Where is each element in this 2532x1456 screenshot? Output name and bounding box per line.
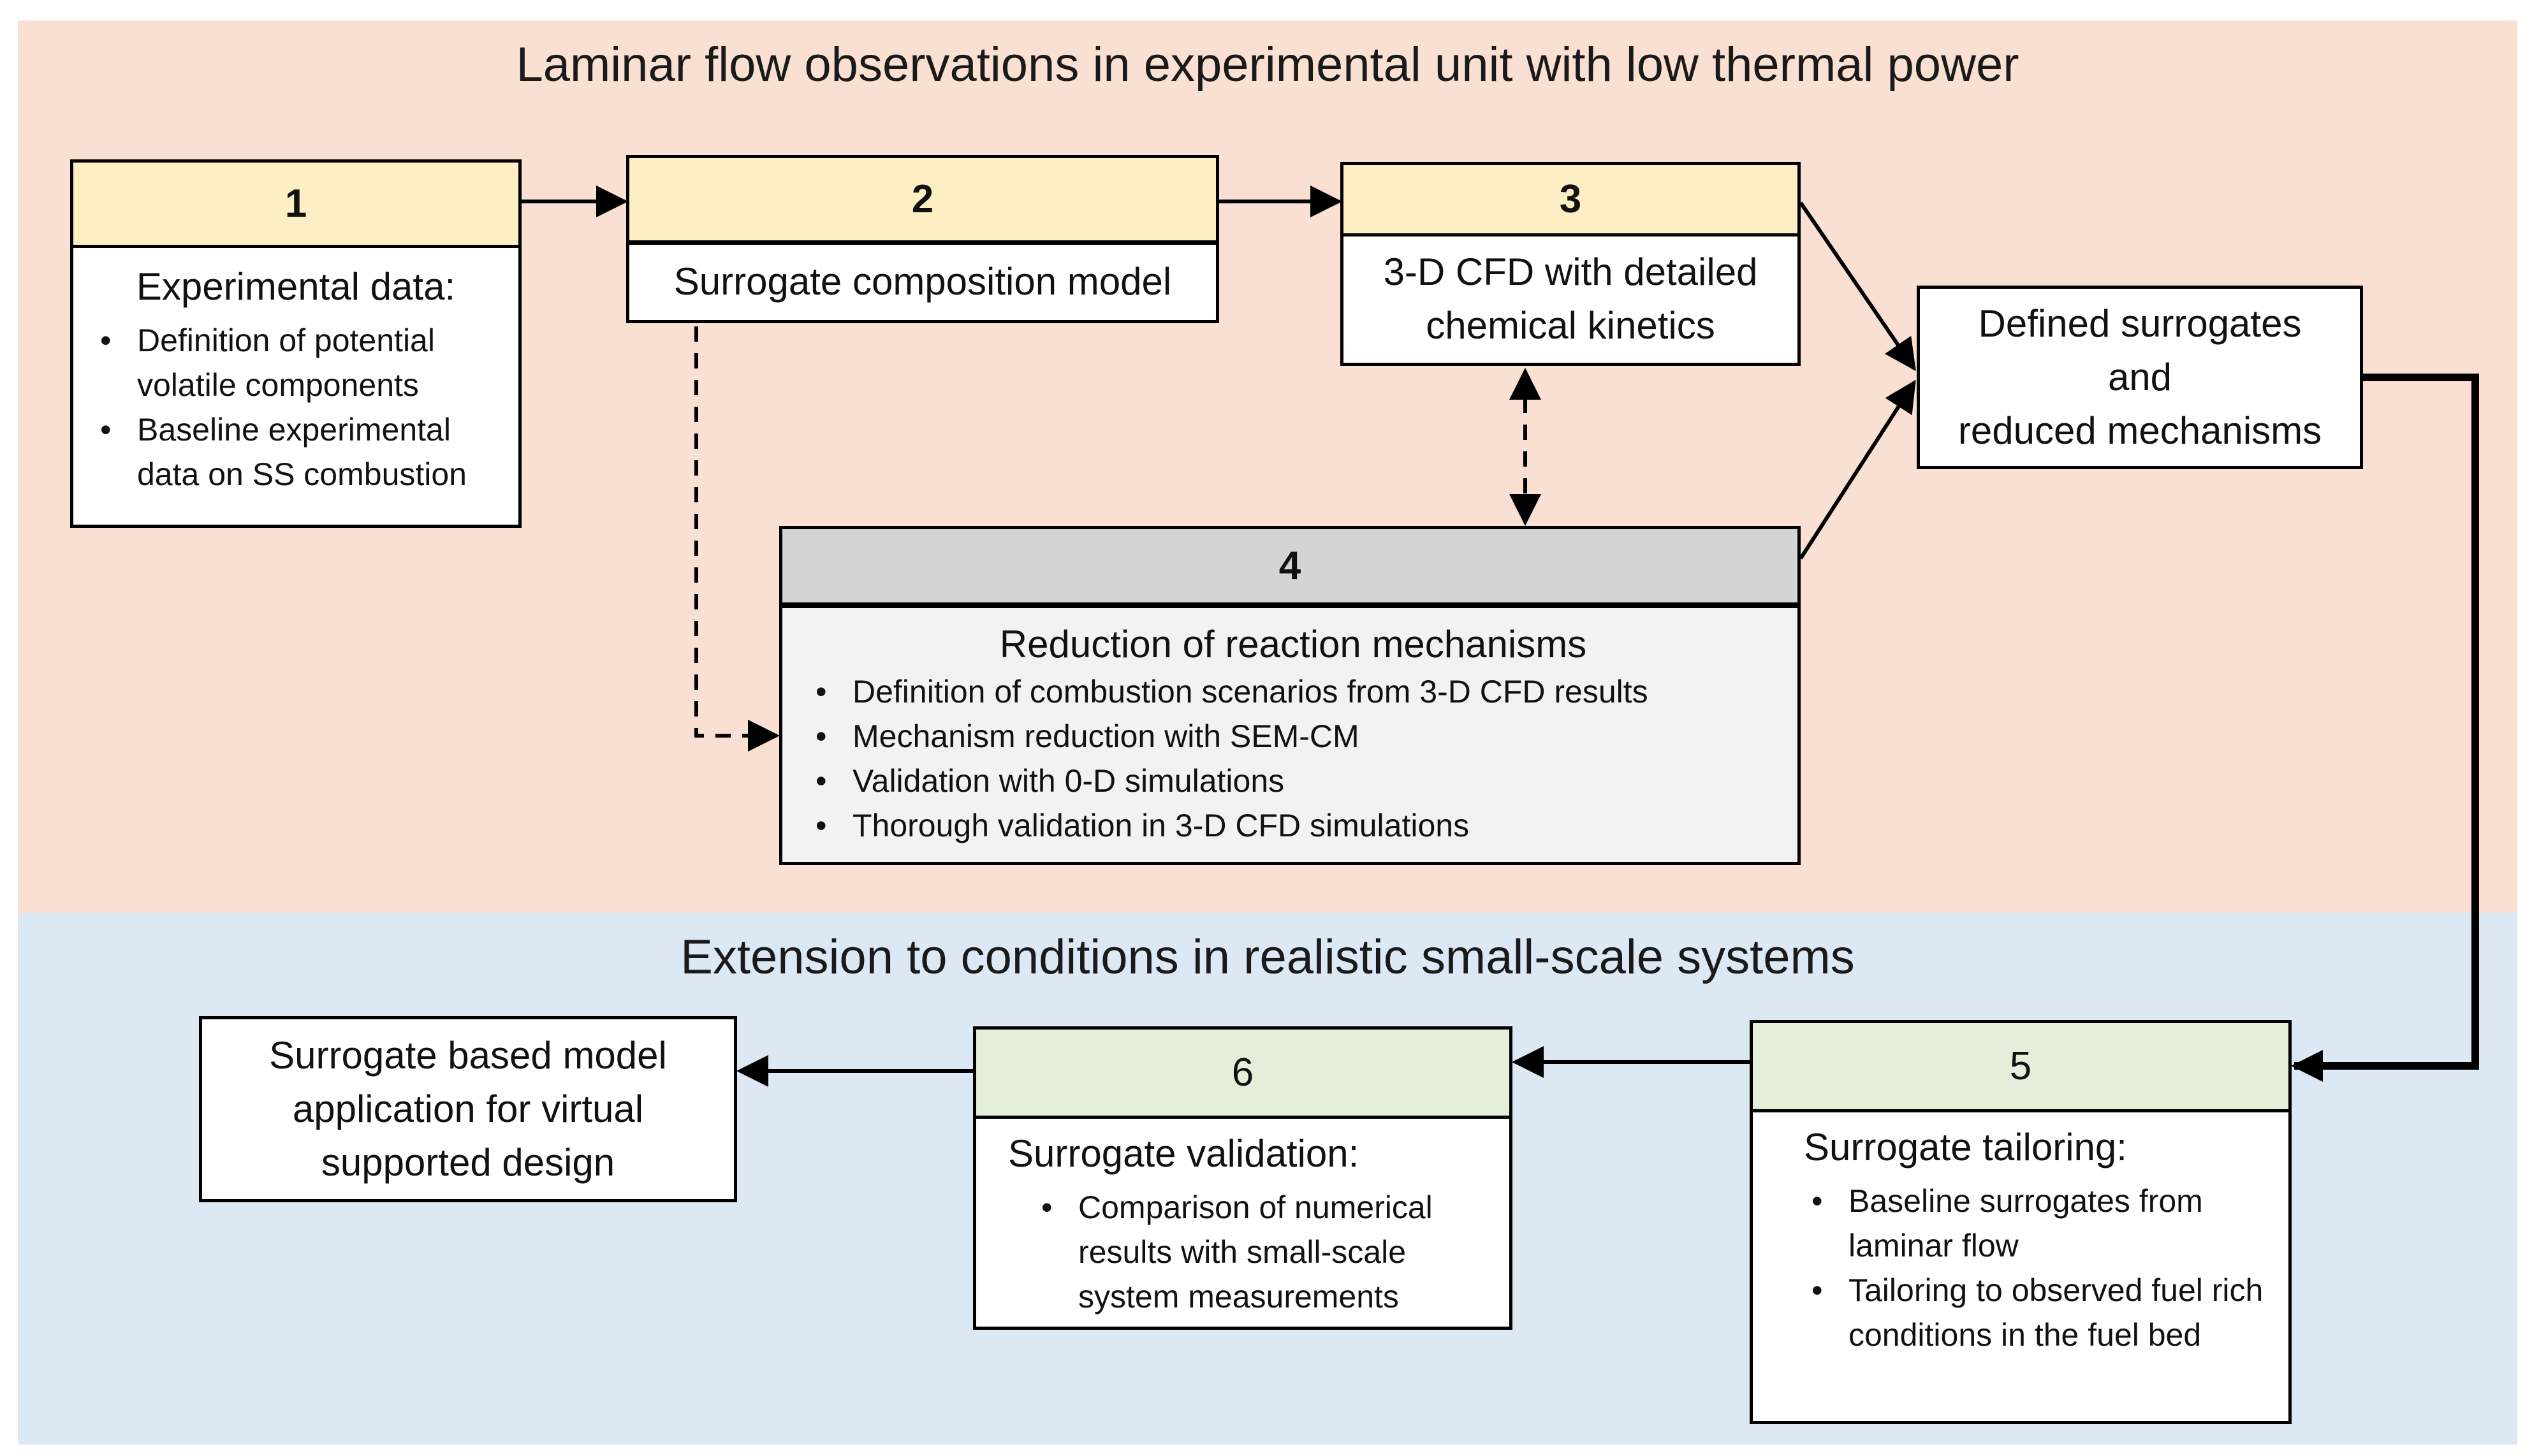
box-4-item: Validation with 0-D simulations [816, 759, 1778, 803]
box-5-number: 5 [1753, 1023, 2288, 1112]
box-6-number: 6 [976, 1030, 1509, 1119]
box-4-item: Definition of combustion scenarios from … [816, 669, 1778, 714]
box-4-mechanism-reduction: 4 Reduction of reaction mechanisms Defin… [779, 526, 1801, 865]
box-5-title: Surrogate tailoring: [1804, 1126, 2127, 1168]
box-5-item: Baseline surrogates from laminar flow [1811, 1179, 2269, 1268]
box-5-surrogate-tailoring: 5 Surrogate tailoring: Baseline surrogat… [1750, 1020, 2292, 1424]
box-5-item: Tailoring to observed fuel rich conditio… [1811, 1268, 2269, 1357]
arrow-output-to-5 [2291, 374, 2479, 1082]
box-1-experimental-data: 1 Experimental data: Definition of poten… [70, 159, 522, 528]
box-4-item: Thorough validation in 3-D CFD simulatio… [816, 803, 1778, 848]
box-3-text: 3-D CFD with detailed chemical kinetics [1383, 251, 1758, 347]
final-line: supported design [321, 1141, 615, 1184]
box-4-title: Reduction of reaction mechanisms [999, 623, 1587, 666]
box-5-list: Baseline surrogates from laminar flow Ta… [1804, 1179, 2269, 1357]
box-4-list: Definition of combustion scenarios from … [808, 669, 1778, 848]
box-1-number: 1 [73, 163, 518, 248]
final-surrogate-based-model: Surrogate based model application for vi… [199, 1016, 737, 1202]
box-1-item: Baseline experimental data on SS combust… [100, 407, 499, 497]
arrow-4-to-output [1799, 379, 1916, 560]
box-2-number: 2 [629, 158, 1216, 245]
box-4-item: Mechanism reduction with SEM-CM [816, 714, 1778, 759]
box-3-number: 3 [1343, 165, 1797, 237]
final-line: application for virtual [292, 1088, 644, 1130]
section-title-top: Laminar flow observations in experimenta… [516, 38, 2019, 92]
box-6-surrogate-validation: 6 Surrogate validation: Comparison of nu… [973, 1026, 1512, 1330]
box-1-item: Definition of potential volatile compone… [100, 318, 499, 407]
output-line: reduced mechanisms [1958, 409, 2322, 452]
box-6-list: Comparison of numerical results with sma… [1008, 1185, 1490, 1319]
output-line: and [2107, 356, 2172, 398]
arrow-3-to-output [1799, 201, 1916, 372]
box-6-title: Surrogate validation: [1008, 1132, 1359, 1175]
output-line: Defined surrogates [1978, 302, 2302, 345]
box-4-number: 4 [782, 529, 1797, 608]
box-6-item: Comparison of numerical results with sma… [1041, 1185, 1490, 1319]
section-title-bottom: Extension to conditions in realistic sma… [680, 930, 1855, 984]
final-line: Surrogate based model [269, 1034, 667, 1077]
box-1-title: Experimental data: [136, 265, 456, 308]
box-2-text: Surrogate composition model [673, 260, 1172, 303]
box-2-surrogate-composition: 2 Surrogate composition model [626, 155, 1219, 323]
output-surrogates-mechanisms: Defined surrogates and reduced mechanism… [1917, 286, 2363, 469]
dashed-arrow-2-to-4 [694, 326, 780, 752]
box-3-cfd-kinetics: 3 3-D CFD with detailed chemical kinetic… [1340, 162, 1801, 366]
box-1-list: Definition of potential volatile compone… [92, 318, 499, 497]
